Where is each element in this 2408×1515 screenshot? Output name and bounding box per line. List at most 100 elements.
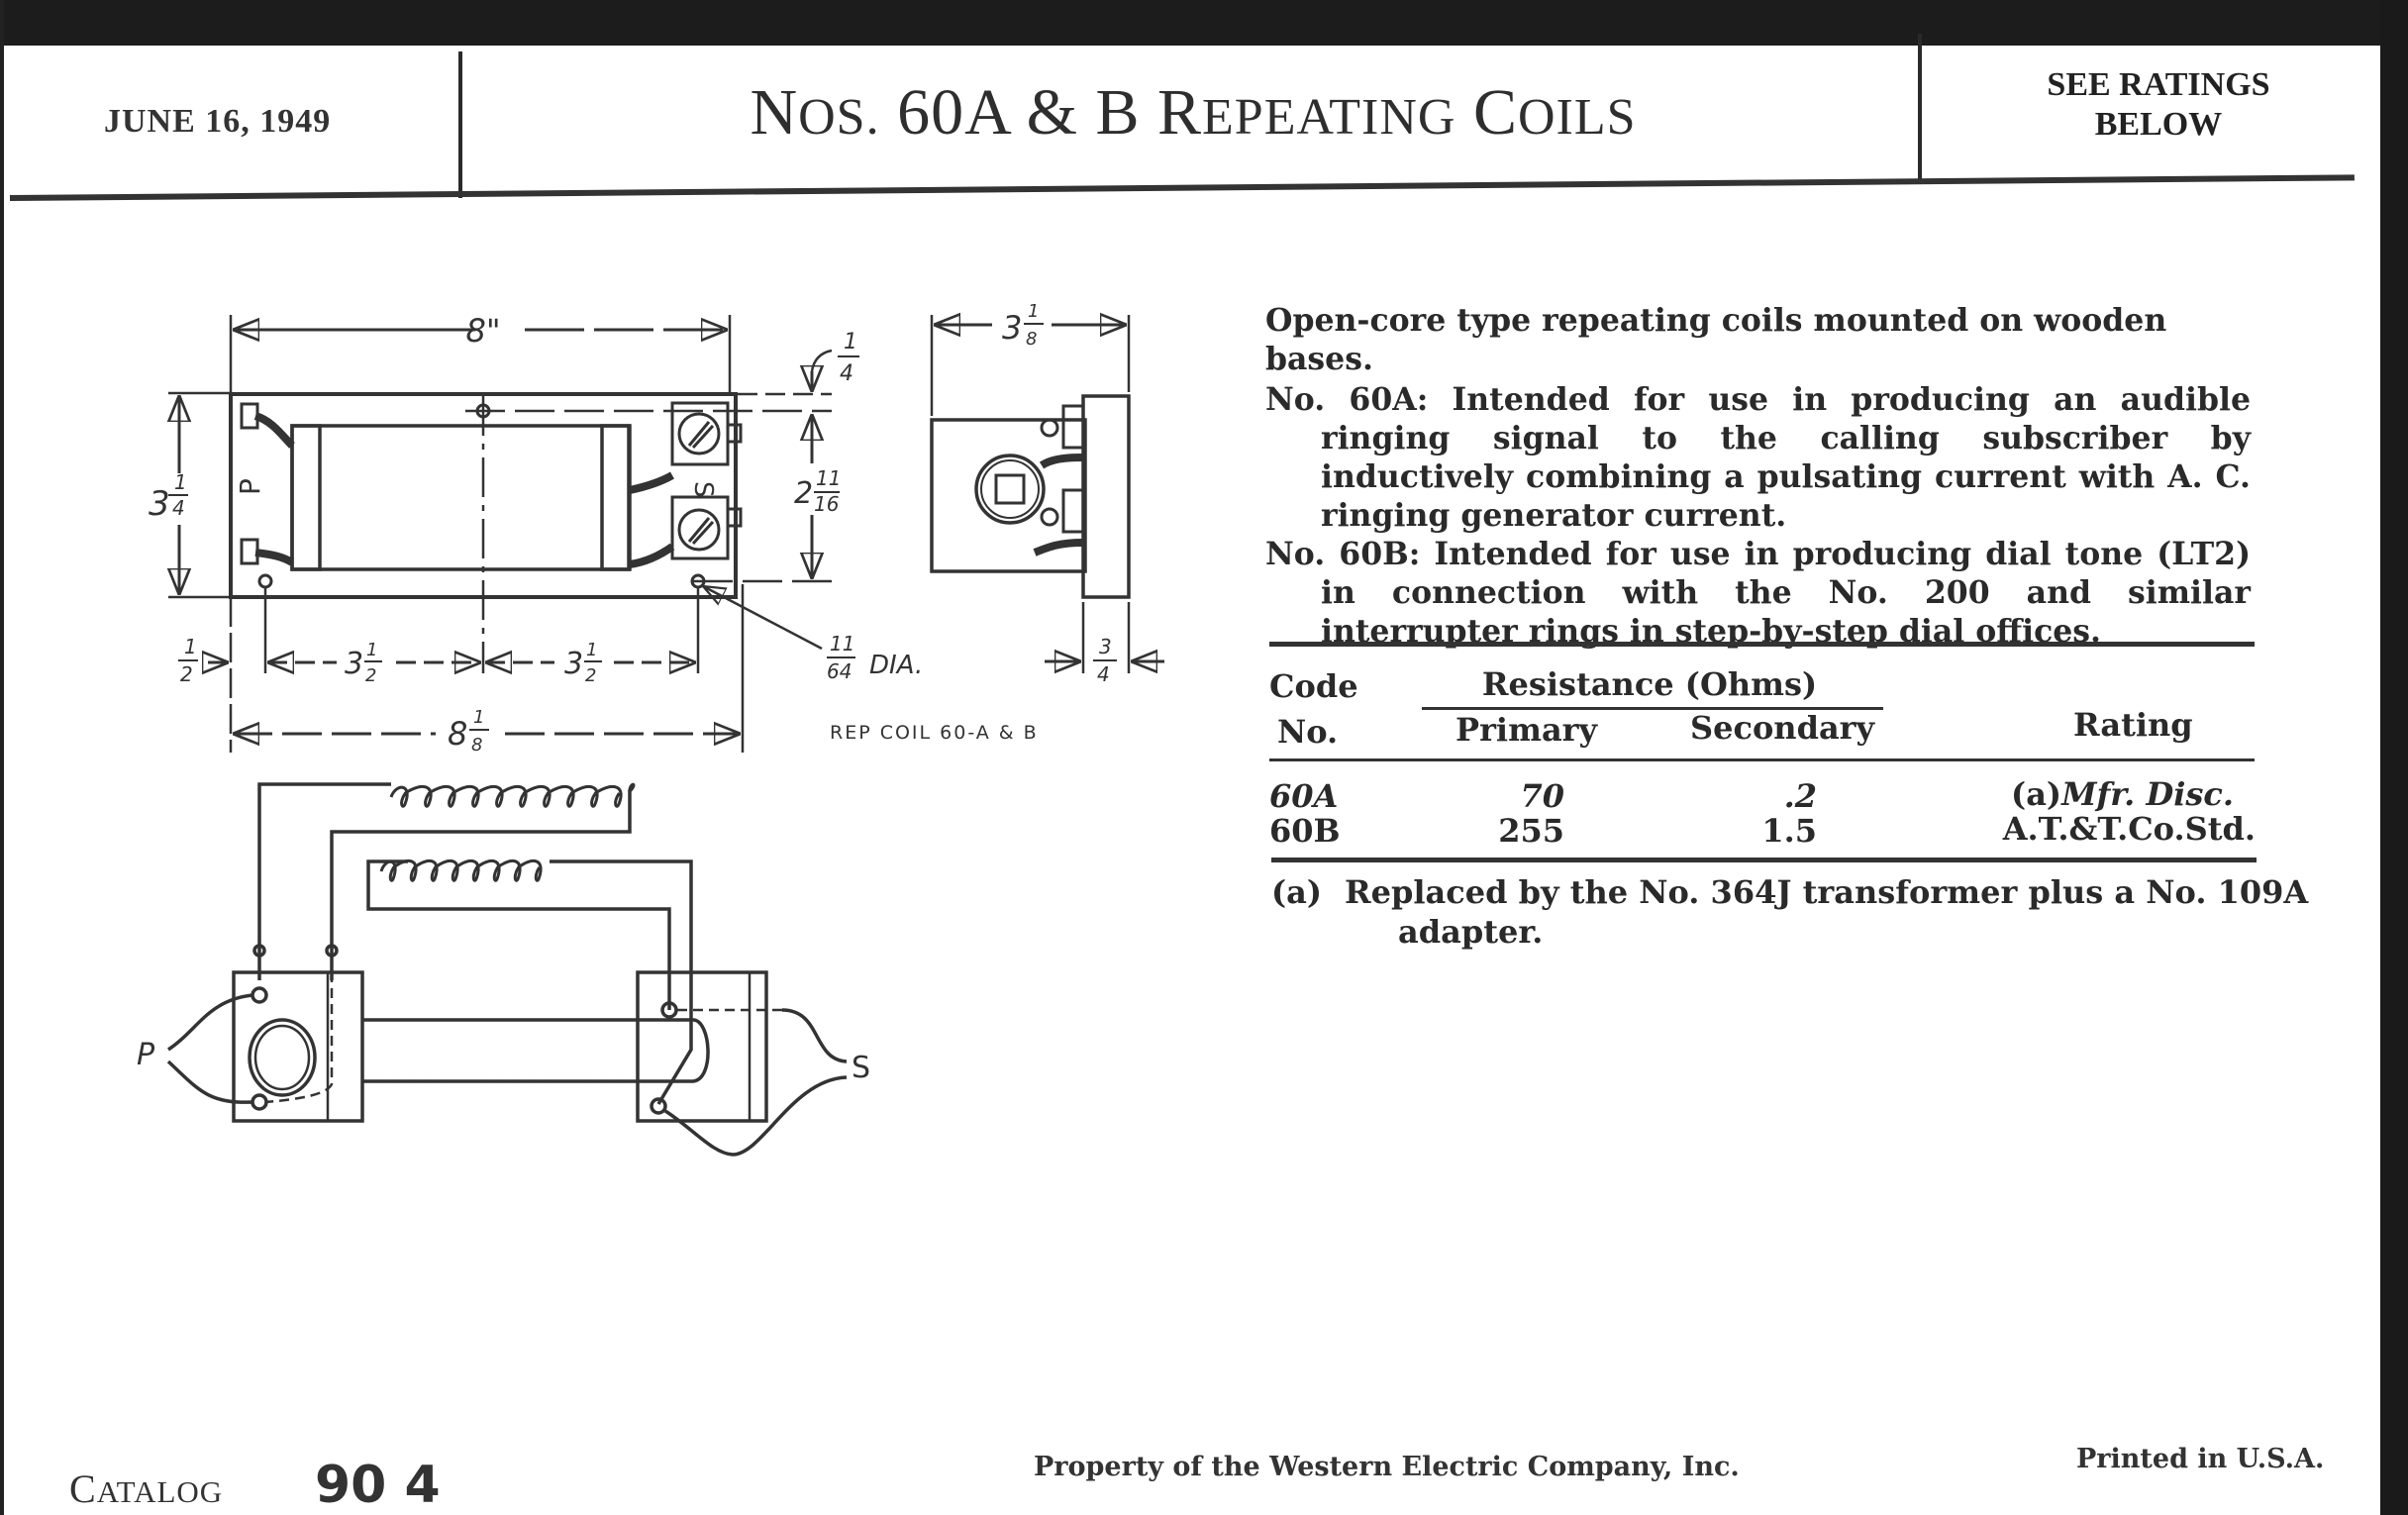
schematic-primary-label: P bbox=[137, 1038, 155, 1072]
lead-wire bbox=[253, 412, 295, 449]
table-bottom-rule bbox=[1271, 858, 2257, 862]
col-header-rating: Rating bbox=[2073, 706, 2193, 744]
cell-code: 60B bbox=[1269, 812, 1341, 850]
title-cap: C bbox=[1472, 76, 1518, 149]
dim-spacing-den: 2 bbox=[365, 665, 376, 686]
catalog-cap: C bbox=[69, 1466, 97, 1511]
cell-rating: A.T.&T.Co.Std. bbox=[2002, 810, 2256, 848]
dim-span-whole: 2 bbox=[794, 476, 813, 511]
hole-dia-num: 11 bbox=[830, 632, 854, 656]
primary-terminal-block bbox=[232, 970, 364, 1123]
end-view-core bbox=[994, 473, 1026, 505]
title-smallcaps: OS. bbox=[798, 89, 880, 146]
screw-slot bbox=[691, 424, 715, 450]
dim-offset-den: 4 bbox=[840, 361, 853, 386]
lead-wire bbox=[254, 549, 295, 566]
secondary-terminal-block bbox=[636, 970, 768, 1123]
col-header-no: No. bbox=[1277, 713, 1339, 751]
ratings-line-2: BELOW bbox=[2094, 106, 2223, 143]
dim-spacing-den: 2 bbox=[585, 665, 596, 686]
cell-primary: 255 bbox=[1498, 812, 1564, 850]
secondary-terminal bbox=[650, 1097, 667, 1115]
end-view-terminal-block bbox=[1081, 394, 1131, 599]
secondary-wire bbox=[550, 859, 693, 1105]
col-header-resistance: Resistance (Ohms) bbox=[1481, 665, 1818, 703]
resistance-group-rule bbox=[1422, 707, 1883, 710]
dim-edge-num: 1 bbox=[184, 635, 197, 658]
primary-wire bbox=[330, 792, 632, 980]
end-view-core-ring bbox=[974, 454, 1046, 525]
dim-base-den: 4 bbox=[1097, 662, 1110, 686]
hole-dia-label: DIA. bbox=[869, 651, 923, 680]
terminal-lug bbox=[726, 507, 743, 528]
footnote-text-cont: adapter. bbox=[1398, 913, 1544, 951]
mounting-hole bbox=[257, 573, 273, 589]
cell-secondary: .2 bbox=[1783, 777, 1817, 815]
scan-border-top-right bbox=[1584, 0, 2408, 32]
issue-date: JUNE 16, 1949 bbox=[104, 103, 332, 140]
item-label: No. 60B: bbox=[1265, 536, 1421, 572]
item-text: Intended for use in producing dial tone … bbox=[1321, 536, 2251, 650]
title-cap: N bbox=[750, 76, 799, 149]
dim-height-den: 4 bbox=[172, 496, 185, 520]
description-item-60b: No. 60B: Intended for use in producing d… bbox=[1265, 535, 2251, 651]
coil-flange-right bbox=[600, 424, 632, 571]
end-view-terminal bbox=[1061, 404, 1085, 450]
terminal-lug bbox=[726, 423, 743, 444]
junction-dot bbox=[252, 944, 266, 958]
leader-line bbox=[703, 586, 823, 651]
scan-border-left bbox=[0, 0, 4, 1515]
wiring-schematic: P S bbox=[137, 782, 870, 1157]
screw-slot bbox=[691, 520, 715, 546]
table-top-rule bbox=[1269, 642, 2255, 647]
coil-body bbox=[290, 424, 631, 571]
cell-primary: 70 bbox=[1520, 777, 1564, 815]
lead-wire bbox=[629, 543, 675, 568]
ratings-line-1: SEE RATINGS bbox=[2047, 66, 2270, 103]
leader-line bbox=[810, 349, 833, 372]
secondary-coil-loops bbox=[379, 858, 543, 882]
primary-terminal bbox=[251, 1093, 268, 1111]
end-view-terminal bbox=[1061, 488, 1085, 534]
header-divider-left bbox=[458, 51, 462, 198]
dim-overall-den: 8 bbox=[471, 735, 482, 756]
core-end bbox=[253, 1024, 311, 1091]
primary-terminal-top bbox=[240, 402, 259, 430]
dim-base-num: 3 bbox=[1099, 635, 1112, 658]
product-description: Open-core type repeating coils mounted o… bbox=[1265, 301, 2251, 651]
primary-lead bbox=[166, 1060, 253, 1104]
dim-overall-num: 1 bbox=[473, 707, 484, 728]
dim-height-whole: 3 bbox=[149, 484, 170, 524]
secondary-wire bbox=[366, 859, 671, 1010]
secondary-lead bbox=[781, 1008, 848, 1063]
dim-end-height-whole: 3 bbox=[1002, 309, 1022, 347]
scan-border-right bbox=[2380, 0, 2408, 1515]
header-rule bbox=[1269, 758, 2255, 761]
ratings-note: SEE RATINGS BELOW bbox=[1990, 65, 2327, 145]
rating-value: Mfr. Disc. bbox=[2061, 775, 2234, 813]
dim-span-den: 16 bbox=[814, 492, 839, 516]
col-header-primary: Primary bbox=[1455, 711, 1598, 749]
junction-dot bbox=[325, 944, 339, 958]
end-view-base bbox=[930, 418, 1087, 573]
cell-secondary: 1.5 bbox=[1761, 812, 1817, 850]
top-view-drawing: P S 8" 3 1 4 bbox=[149, 312, 923, 756]
dim-edge-den: 2 bbox=[180, 662, 193, 686]
title-smallcaps: EPEATING bbox=[1202, 89, 1456, 146]
cell-rating: (a)Mfr. Disc. bbox=[1941, 775, 2234, 813]
dim-spacing-whole: 3 bbox=[345, 647, 363, 681]
printed-in-notice: Printed in U.S.A. bbox=[2076, 1444, 2325, 1474]
primary-wire bbox=[627, 782, 636, 794]
dim-offset-num: 1 bbox=[844, 330, 857, 354]
dim-length: 8" bbox=[465, 312, 500, 350]
dim-height-num: 1 bbox=[174, 470, 187, 494]
coil-flange-left bbox=[290, 424, 322, 571]
end-view-screw bbox=[1040, 507, 1059, 527]
secondary-terminal bbox=[660, 1001, 678, 1019]
title-cap: R bbox=[1157, 76, 1203, 149]
screw-slot bbox=[687, 517, 711, 543]
item-text: Intended for use in producing an audible… bbox=[1321, 381, 2251, 534]
description-item-60a: No. 60A: Intended for use in producing a… bbox=[1265, 380, 2251, 535]
dim-span-num: 11 bbox=[816, 466, 841, 490]
end-view-core-ring bbox=[980, 459, 1040, 519]
